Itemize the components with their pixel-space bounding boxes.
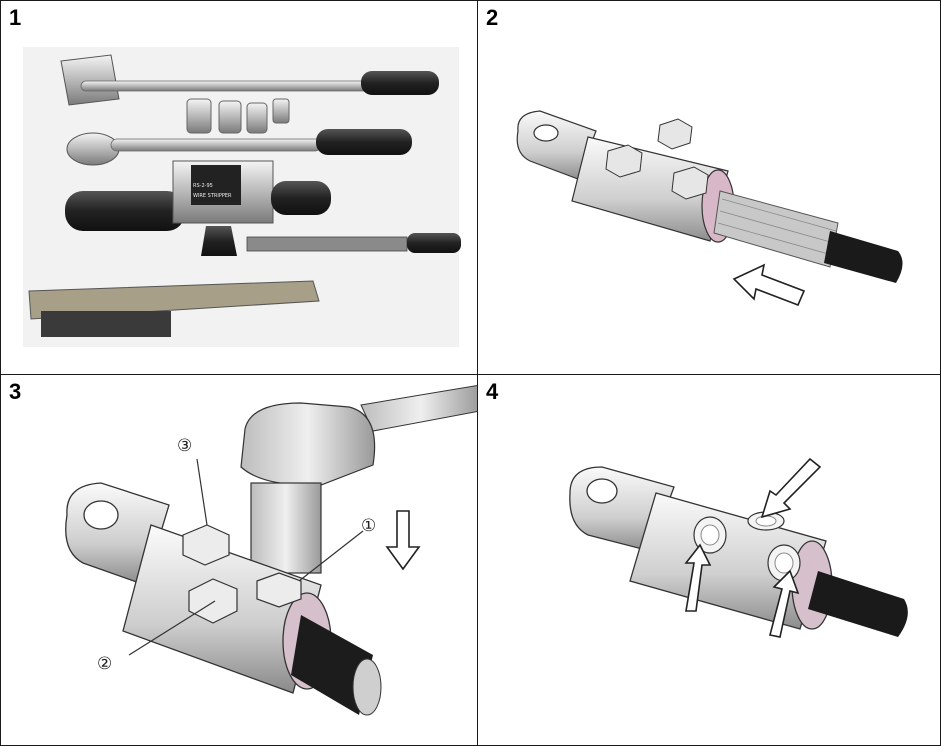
ratchet-wrench-icon bbox=[66, 129, 412, 166]
file-tool-icon bbox=[246, 233, 461, 253]
bolts-sheared-icon bbox=[569, 457, 908, 638]
panel-number: 4 bbox=[486, 379, 499, 404]
wire-stripper-icon: RS-2-95 WIRE STRIPPER bbox=[65, 160, 331, 256]
leader-line-1 bbox=[298, 530, 364, 582]
panel-4-bolts-sheared: 4 bbox=[477, 374, 941, 746]
cable-insertion-icon bbox=[516, 110, 903, 307]
bolt-tightening-icon: ③ ② ① bbox=[65, 384, 478, 716]
panel-2-insert-cable: 2 bbox=[477, 0, 941, 376]
downward-arrow-icon bbox=[385, 510, 421, 571]
panel-number: 3 bbox=[9, 379, 22, 404]
panel-number: 2 bbox=[486, 5, 499, 30]
callout-1: ① bbox=[361, 516, 376, 536]
leader-line-3 bbox=[196, 458, 208, 526]
wire-brush-icon bbox=[28, 280, 320, 337]
panel-1-tools: 1 bbox=[0, 0, 479, 376]
svg-text:WIRE STRIPPER: WIRE STRIPPER bbox=[193, 193, 232, 199]
bolt-icon bbox=[605, 118, 709, 200]
leader-line-2 bbox=[128, 600, 216, 656]
sheared-bolt-seat-icon bbox=[693, 511, 801, 582]
callout-3: ③ bbox=[177, 436, 192, 456]
svg-text:RS-2-95: RS-2-95 bbox=[193, 183, 213, 189]
socket-set-icon bbox=[186, 98, 290, 134]
callout-2: ② bbox=[97, 654, 112, 674]
panel-3-tighten-bolts: 3 bbox=[0, 374, 479, 746]
indicator-arrow-icon bbox=[684, 457, 822, 638]
tools-photo-icon: RS-2-95 WIRE STRIPPER bbox=[23, 47, 461, 347]
panel-number: 1 bbox=[9, 5, 22, 30]
insert-direction-arrow-icon bbox=[732, 263, 806, 307]
t-wrench-icon bbox=[60, 54, 439, 106]
